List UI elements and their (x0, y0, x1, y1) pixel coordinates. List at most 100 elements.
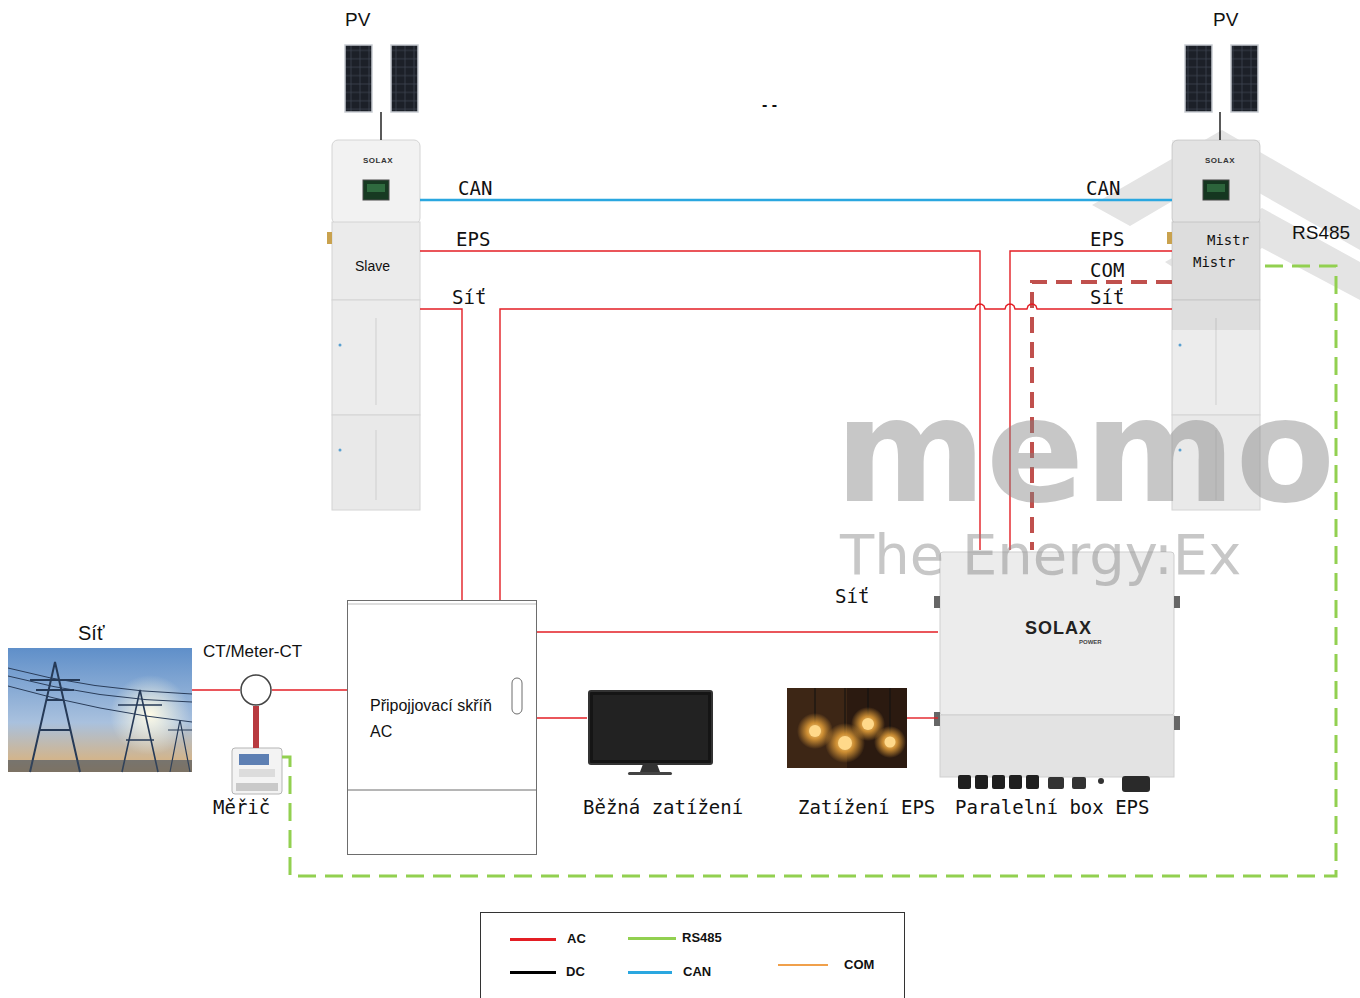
normal-load: Běžná zatížení (587, 690, 712, 775)
device-caption: Měřič (213, 796, 270, 818)
tv-base (628, 772, 672, 775)
pv-label: PV (1213, 9, 1238, 31)
device-caption: Připojjovací skříň AC (370, 693, 494, 744)
cabinet-edge (347, 604, 537, 605)
legend-swatch (628, 971, 672, 974)
solar-panel (1185, 45, 1212, 112)
grid-photo (8, 648, 192, 772)
brand-logo: SOLAX (1205, 156, 1235, 165)
watermark-shade (1172, 140, 1260, 330)
power-line (8, 668, 192, 722)
cable-gland (1048, 777, 1064, 789)
cabinet-handle (512, 678, 522, 714)
signal-label: CAN (458, 177, 492, 199)
module-seam (376, 318, 377, 405)
battery-module (332, 415, 420, 510)
terminal (992, 775, 1005, 789)
brand-logo: SOLAX (363, 156, 393, 165)
device-caption: Zatížení EPS (798, 796, 935, 818)
bulb-glow (874, 726, 906, 758)
connector-wire (282, 266, 1336, 876)
meter-terminals (236, 783, 278, 791)
inverter-display (363, 180, 389, 200)
brand-logo: SOLAX (1025, 618, 1092, 639)
device-caption: CT/Meter-CT (203, 642, 302, 662)
mount-tab (934, 596, 940, 608)
ct-sensor: CT/Meter-CT (240, 674, 272, 706)
legend-text: CAN (683, 965, 711, 978)
signal-label: RS485 (1292, 222, 1350, 244)
terminal (1009, 775, 1022, 789)
cable-gland (1072, 777, 1086, 789)
vent (1098, 778, 1104, 784)
pv-label: PV (345, 9, 370, 31)
connector-wire (272, 689, 347, 690)
role-label: Mistr (1193, 254, 1235, 270)
eps-load: Zatížení EPS (787, 688, 907, 768)
bulb (862, 718, 874, 730)
bulb (838, 736, 852, 750)
solar-panel (345, 45, 372, 112)
legend-text: RS485 (682, 931, 722, 944)
watermark: The Energy:Ex (840, 522, 1241, 587)
mount-tab (934, 712, 940, 726)
ct-ring (241, 675, 271, 705)
terminal (975, 775, 988, 789)
ground-strip (8, 760, 192, 772)
legend-text: DC (566, 965, 585, 978)
energy-meter: Měřič (232, 748, 282, 794)
ac-cabinet: Připojjovací skříň AC (347, 600, 537, 855)
terminal (1026, 775, 1039, 789)
legend-swatch (510, 971, 556, 974)
tv-bezel (589, 691, 712, 764)
legend-text: COM (844, 958, 874, 971)
mount-tab (1174, 716, 1180, 730)
watermark: memo (835, 366, 1335, 535)
cabinet-divider (347, 790, 537, 791)
continuation-mark: - - (762, 96, 777, 114)
mount-tab (1174, 596, 1180, 608)
terminal (958, 775, 971, 789)
legend-swatch (628, 937, 676, 940)
side-handle (327, 232, 332, 244)
port-label: Síť (452, 286, 486, 308)
cable-gland (1122, 776, 1150, 792)
tv-stand (640, 764, 660, 772)
module-seam (376, 430, 377, 500)
display-glow (367, 184, 385, 192)
meter-body (232, 748, 282, 794)
connector-wire (907, 717, 938, 718)
solar-panel (391, 45, 418, 112)
tv-screen (593, 695, 708, 760)
grid-source: Síť (8, 648, 192, 772)
edge-label: Síť (833, 585, 871, 607)
meter-display (239, 754, 269, 765)
legend-swatch (510, 938, 556, 941)
bulb (885, 737, 896, 748)
device-caption: Paralelní box EPS (955, 796, 1149, 818)
legend-frame (481, 913, 905, 998)
port-label: COM (1090, 259, 1124, 281)
port-label: EPS (456, 228, 490, 250)
device-caption: Síť (78, 622, 104, 645)
sun-glow (110, 675, 190, 755)
connector-wire (537, 717, 587, 718)
connector-wire (537, 631, 938, 632)
pylon (118, 690, 162, 772)
slave-inverter: SOLAXSlave (332, 140, 420, 510)
pv-array: PV (343, 45, 421, 112)
connector-wire (420, 199, 1172, 202)
solar-panel (1231, 45, 1258, 112)
device-caption: Běžná zatížení (583, 796, 743, 818)
pv-array: PV (1183, 45, 1261, 112)
signal-label: CAN (1086, 177, 1120, 199)
connector-wire (253, 706, 259, 748)
port-label: Síť (1090, 286, 1124, 308)
parallel-box-panel (940, 715, 1174, 777)
connector-wire (192, 689, 240, 690)
ct-outline (240, 674, 272, 706)
inverter-section (332, 222, 420, 300)
bulb (809, 725, 821, 737)
brand-logo: POWER (1079, 639, 1102, 645)
